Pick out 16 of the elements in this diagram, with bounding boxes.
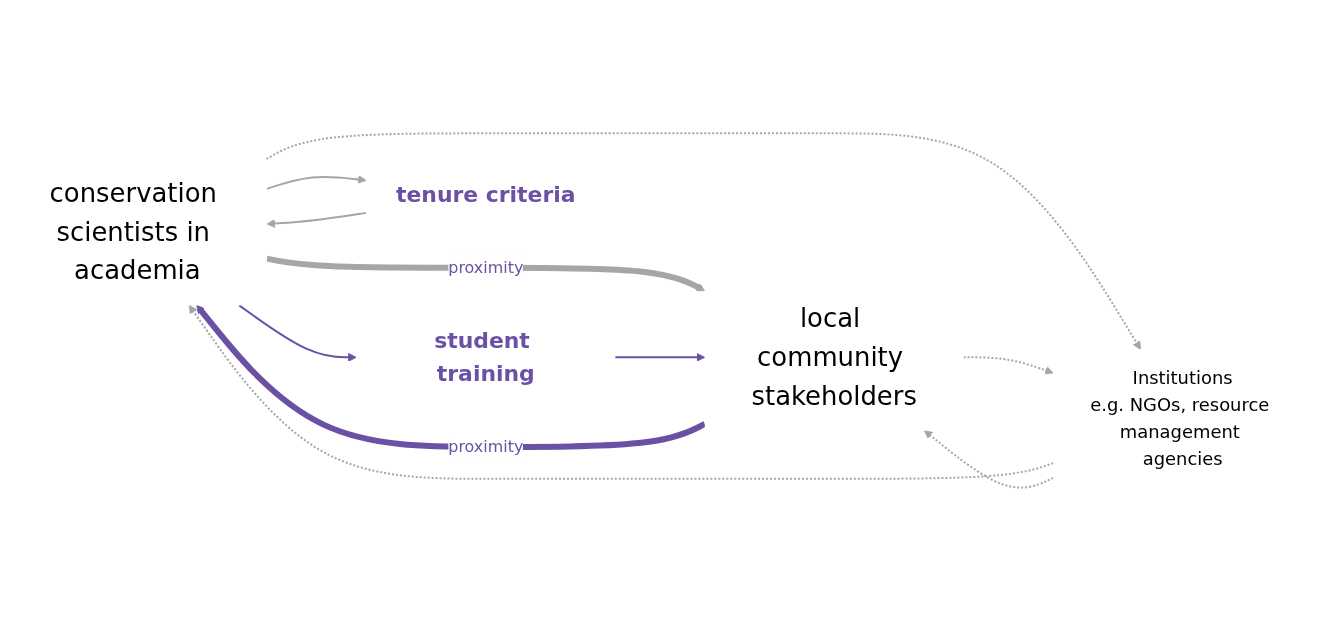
node-text: student training [434, 328, 535, 387]
node-text: tenure criteria [396, 182, 576, 208]
arrow [962, 356, 1054, 375]
node-text: Institutions e.g. NGOs, resource management agencies [1090, 367, 1270, 469]
arrow [265, 175, 367, 190]
arrow [238, 304, 357, 362]
arrow [924, 430, 1055, 489]
edge-label: proximity [448, 436, 524, 456]
arrow [188, 304, 1055, 480]
edge-label: proximity [448, 257, 524, 277]
arrow [265, 132, 1141, 350]
node-text: conservation scientists in academia [49, 177, 217, 286]
arrow [266, 255, 706, 292]
node-text: local community stakeholders [751, 303, 917, 411]
arrow [614, 352, 706, 362]
arrow [266, 211, 368, 228]
